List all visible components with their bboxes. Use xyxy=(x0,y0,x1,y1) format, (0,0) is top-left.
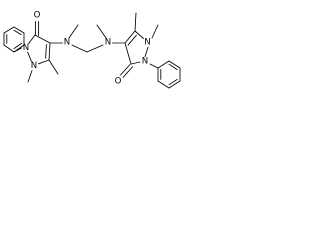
left-ring-bond-c3-n2 xyxy=(28,34,36,44)
left-ring-bond-c4-c3 xyxy=(34,34,51,44)
right-ring-bond-n1-n2 xyxy=(144,46,149,58)
right-ring-nitrogen-2: N xyxy=(142,57,148,67)
left-ring-bond-c5-c4-double xyxy=(45,44,47,59)
ch2-to-right-amine-bond xyxy=(86,44,104,53)
left-ring-bond-n1-c5 xyxy=(38,59,50,65)
left-amine-methyl-bond xyxy=(68,24,79,39)
left-phenyl-ring xyxy=(3,26,25,53)
right-n-methyl-bond xyxy=(151,24,159,39)
right-carbonyl-bond xyxy=(120,64,131,76)
left-ring-bond-n2-n1 xyxy=(27,51,32,62)
right-carbonyl-oxygen: O xyxy=(115,77,122,87)
right-amine-methyl-bond xyxy=(96,24,107,39)
right-amine-nitrogen: N xyxy=(105,38,111,48)
left-amine-to-ch2-bond xyxy=(71,44,88,53)
left-n-methyl-bond xyxy=(27,70,33,83)
right-carbonyl-bond-double xyxy=(122,66,134,78)
right-ring-bond-c4-c5 xyxy=(124,30,136,44)
chemical-structure-diagram: O N N N N xyxy=(3,11,181,89)
left-pyrazolone-group: O N N xyxy=(3,11,63,83)
left-amine-nitrogen: N xyxy=(64,38,70,48)
central-linker-group: N N xyxy=(64,24,126,53)
left-ring-nitrogen-1: N xyxy=(31,61,37,71)
right-c-methyl-bond xyxy=(134,12,137,32)
left-carbonyl-oxygen: O xyxy=(34,11,41,21)
left-ring-nitrogen-2: N xyxy=(23,43,29,53)
right-pyrazolone-group: O N N xyxy=(115,12,181,89)
right-ring-bond-c5-n1 xyxy=(134,30,144,39)
left-ring-bond-c5-c4 xyxy=(48,42,51,61)
left-c-methyl-bond xyxy=(48,59,59,75)
right-ring-nitrogen-1: N xyxy=(144,38,150,48)
right-ring-bond-c3-c4 xyxy=(124,42,132,65)
right-ring-bond-c4-c5-double xyxy=(127,34,137,46)
right-phenyl-ring xyxy=(157,60,181,89)
right-n-phenyl-bond xyxy=(149,63,159,69)
right-ring-bond-n2-c3 xyxy=(130,61,141,65)
